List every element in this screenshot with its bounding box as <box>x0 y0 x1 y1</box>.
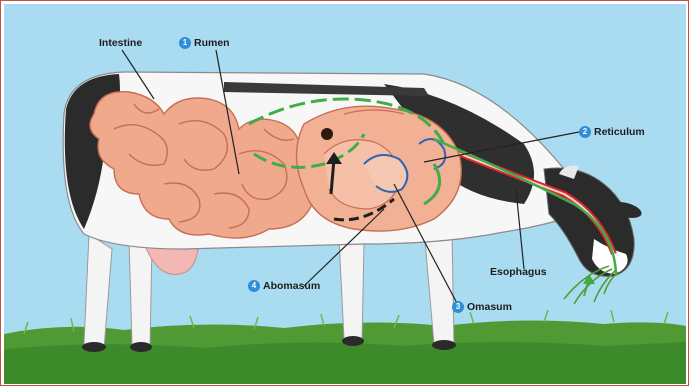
rumen-label-text: Rumen <box>194 37 230 49</box>
abomasum-label-text: Abomasum <box>263 280 320 292</box>
reticulum-number-badge: 2 <box>579 126 591 138</box>
abomasum-number-badge: 4 <box>248 280 260 292</box>
omasum-label: 3Omasum <box>452 301 512 313</box>
reticulum-label: 2Reticulum <box>579 126 645 138</box>
intestine-label: Intestine <box>99 37 142 49</box>
omasum-number-badge: 3 <box>452 301 464 313</box>
rumen-label: 1Rumen <box>179 37 230 49</box>
sky-background: Intestine 1Rumen 2Reticulum Esophagus 4A… <box>4 4 686 384</box>
cow-digestive-illustration <box>4 4 686 384</box>
abomasum-label: 4Abomasum <box>248 280 320 292</box>
omasum-label-text: Omasum <box>467 301 512 313</box>
rumen-number-badge: 1 <box>179 37 191 49</box>
reticulum-label-text: Reticulum <box>594 126 645 138</box>
esophagus-label: Esophagus <box>490 266 547 278</box>
